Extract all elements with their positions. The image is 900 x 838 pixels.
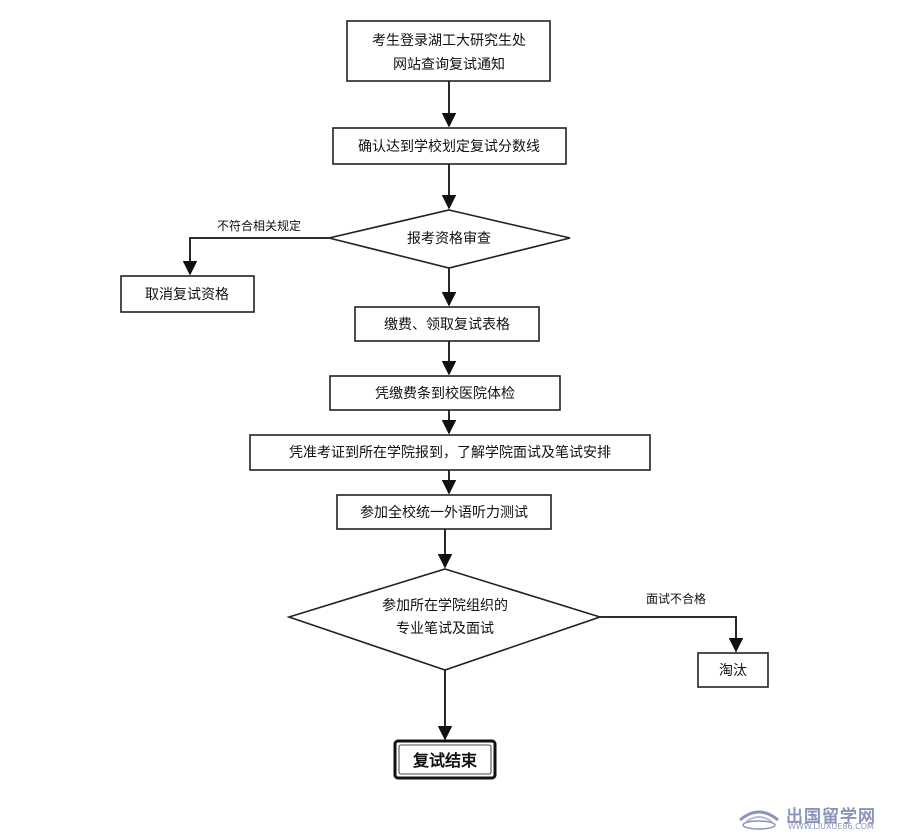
- node-login-line1: 考生登录湖工大研究生处: [372, 33, 526, 49]
- node-listening-label: 参加全校统一外语听力测试: [360, 504, 528, 521]
- watermark-url: WWW.LIUXUE86.COM: [788, 822, 874, 831]
- node-eliminate-label: 淘汰: [719, 663, 747, 679]
- node-exam: 参加所在学院组织的 专业笔试及面试: [286, 568, 603, 671]
- node-cancel: 取消复试资格: [120, 275, 255, 313]
- node-cancel-label: 取消复试资格: [145, 286, 229, 303]
- node-medical-label: 凭缴费条到校医院体检: [375, 385, 515, 402]
- node-login: 考生登录湖工大研究生处 网站查询复试通知: [346, 20, 551, 82]
- node-exam-line2: 专业笔试及面试: [396, 621, 494, 637]
- connectors: [182, 81, 744, 741]
- node-confirm-label: 确认达到学校划定复试分数线: [358, 138, 540, 155]
- node-medical: 凭缴费条到校医院体检: [329, 375, 561, 411]
- edge-label-not-qualified: 不符合相关规定: [217, 218, 301, 233]
- watermark-logo-icon: [739, 810, 779, 830]
- node-pay-label: 缴费、领取复试表格: [384, 316, 510, 333]
- node-pay: 缴费、领取复试表格: [354, 306, 540, 342]
- edge-label-interview-failed: 面试不合格: [646, 591, 706, 606]
- node-listening: 参加全校统一外语听力测试: [336, 494, 552, 530]
- node-register: 凭准考证到所在学院报到，了解学院面试及笔试安排: [249, 434, 651, 471]
- node-confirm: 确认达到学校划定复试分数线: [332, 127, 567, 165]
- node-end-label: 复试结束: [412, 751, 478, 770]
- node-register-label: 凭准考证到所在学院报到，了解学院面试及笔试安排: [289, 445, 611, 461]
- node-eliminate: 淘汰: [697, 652, 769, 688]
- node-exam-line1: 参加所在学院组织的: [382, 597, 508, 614]
- node-end: 复试结束: [393, 739, 497, 780]
- watermark: 出国留学网 WWW.LIUXUE86.COM: [736, 802, 892, 832]
- node-review-label: 报考资格审查: [407, 231, 491, 247]
- node-review: 报考资格审查: [328, 209, 571, 269]
- watermark-title: 出国留学网: [786, 807, 876, 827]
- arrow-exam-to-eliminate: [600, 616, 744, 653]
- arrow-review-to-cancel: [182, 237, 329, 276]
- node-login-line2: 网站查询复试通知: [393, 56, 505, 73]
